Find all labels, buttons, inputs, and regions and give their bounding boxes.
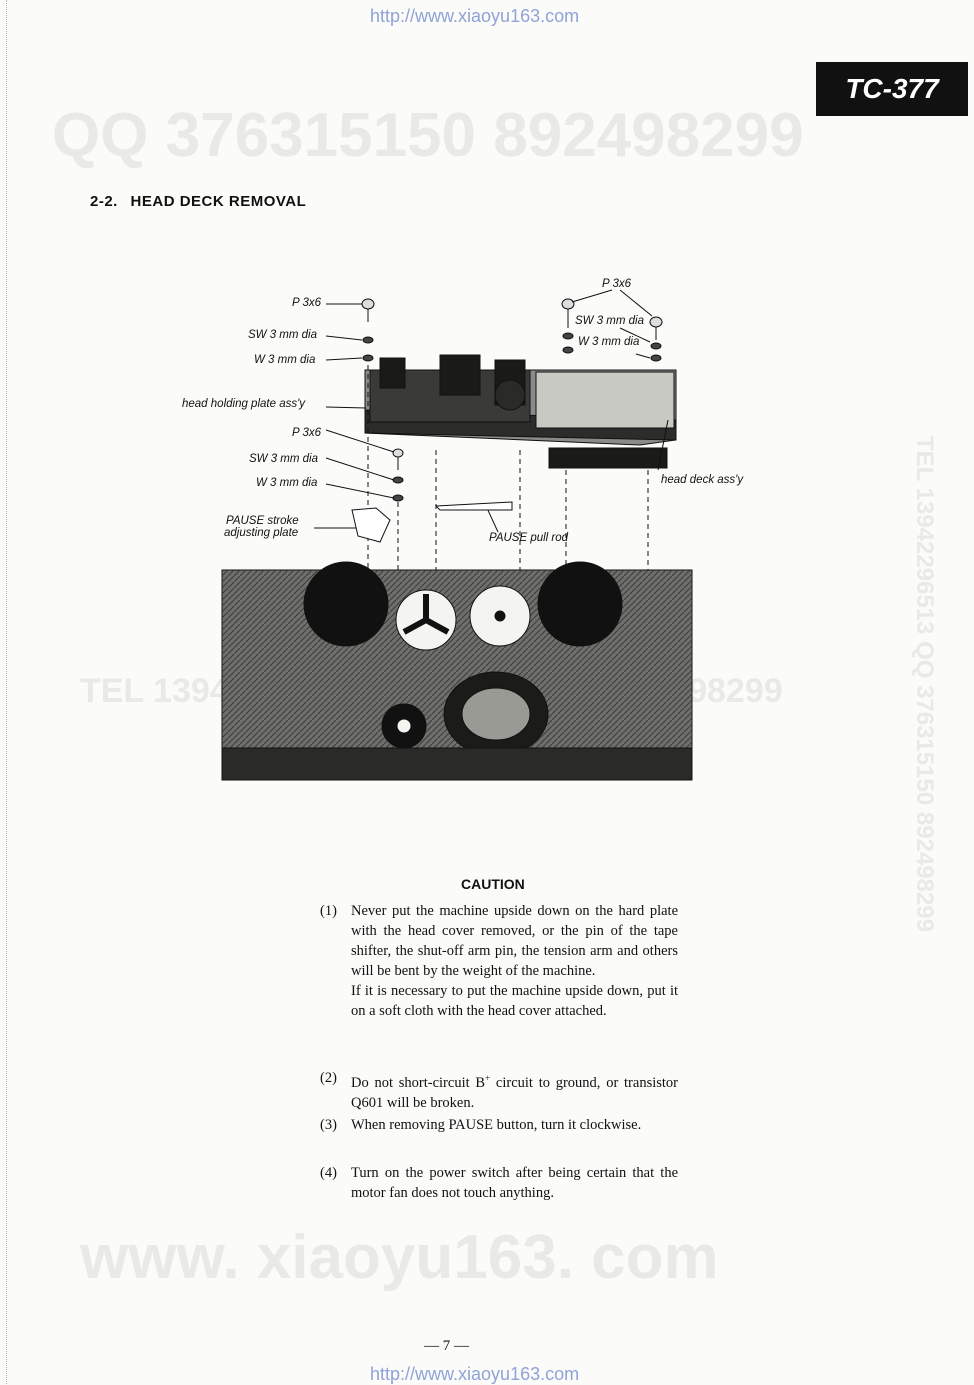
caution-item-1: (1) Never put the machine upside down on… — [320, 901, 678, 1021]
scan-edge — [0, 0, 7, 1384]
caution-item-2: (2) Do not short-circuit B+ circuit to g… — [320, 1068, 678, 1113]
page-number: — 7 — — [424, 1338, 469, 1354]
label-pause-stroke: PAUSE stroke — [226, 515, 299, 527]
caution-item-number: (4) — [320, 1165, 337, 1181]
model-badge: TC-377 — [816, 62, 968, 116]
screw-left-top — [361, 298, 375, 362]
caution-item-text: Never put the machine upside down on the… — [351, 903, 678, 979]
caution-item-3: (3) When removing PAUSE button, turn it … — [320, 1115, 678, 1135]
section-number: 2-2. — [90, 193, 118, 210]
label-p3x6-right: P 3x6 — [602, 278, 631, 290]
watermark-qq: QQ 376315150 892498299 — [52, 101, 804, 170]
label-p3x6-lower: P 3x6 — [292, 427, 321, 439]
caution-item-number: (3) — [320, 1117, 337, 1133]
watermark-www: www. xiaoyu163. com — [80, 1223, 719, 1292]
caution-item-text: Do not short-circuit B — [351, 1074, 486, 1091]
section-heading: 2-2. HEAD DECK REMOVAL — [90, 193, 306, 210]
source-url-top: http://www.xiaoyu163.com — [370, 6, 580, 26]
label-w-right: W 3 mm dia — [578, 336, 640, 348]
label-sw-lower: SW 3 mm dia — [249, 453, 319, 465]
label-pause-adjusting-plate: adjusting plate — [224, 527, 299, 539]
label-head-holding-plate: head holding plate ass'y — [182, 398, 306, 410]
caution-item-4: (4) Turn on the power switch after being… — [320, 1163, 678, 1203]
label-head-deck-assy: head deck ass'y — [661, 474, 744, 486]
caution-item-text-2: If it is necessary to put the machine up… — [351, 983, 678, 1019]
caution-title: CAUTION — [461, 876, 525, 892]
label-p3x6-left: P 3x6 — [292, 297, 321, 309]
label-sw-right: SW 3 mm dia — [575, 315, 645, 327]
label-sw-left: SW 3 mm dia — [248, 329, 318, 341]
caution-item-number: (2) — [320, 1070, 337, 1086]
label-w-left: W 3 mm dia — [254, 354, 316, 366]
label-pause-pull-rod: PAUSE pull rod — [489, 532, 569, 544]
label-w-lower: W 3 mm dia — [256, 477, 318, 489]
caution-item-text-cont: circuit to ground, or transistor Q601 wi… — [351, 1074, 678, 1111]
caution-item-text: Turn on the power switch after being cer… — [351, 1165, 678, 1201]
superscript-plus: + — [485, 1073, 491, 1083]
caution-item-number: (1) — [320, 903, 337, 919]
section-title: HEAD DECK REMOVAL — [130, 193, 307, 210]
source-url-bottom: http://www.xiaoyu163.com — [370, 1364, 580, 1384]
head-deck-exploded-diagram — [221, 289, 693, 781]
caution-item-text: When removing PAUSE button, turn it cloc… — [351, 1117, 642, 1133]
